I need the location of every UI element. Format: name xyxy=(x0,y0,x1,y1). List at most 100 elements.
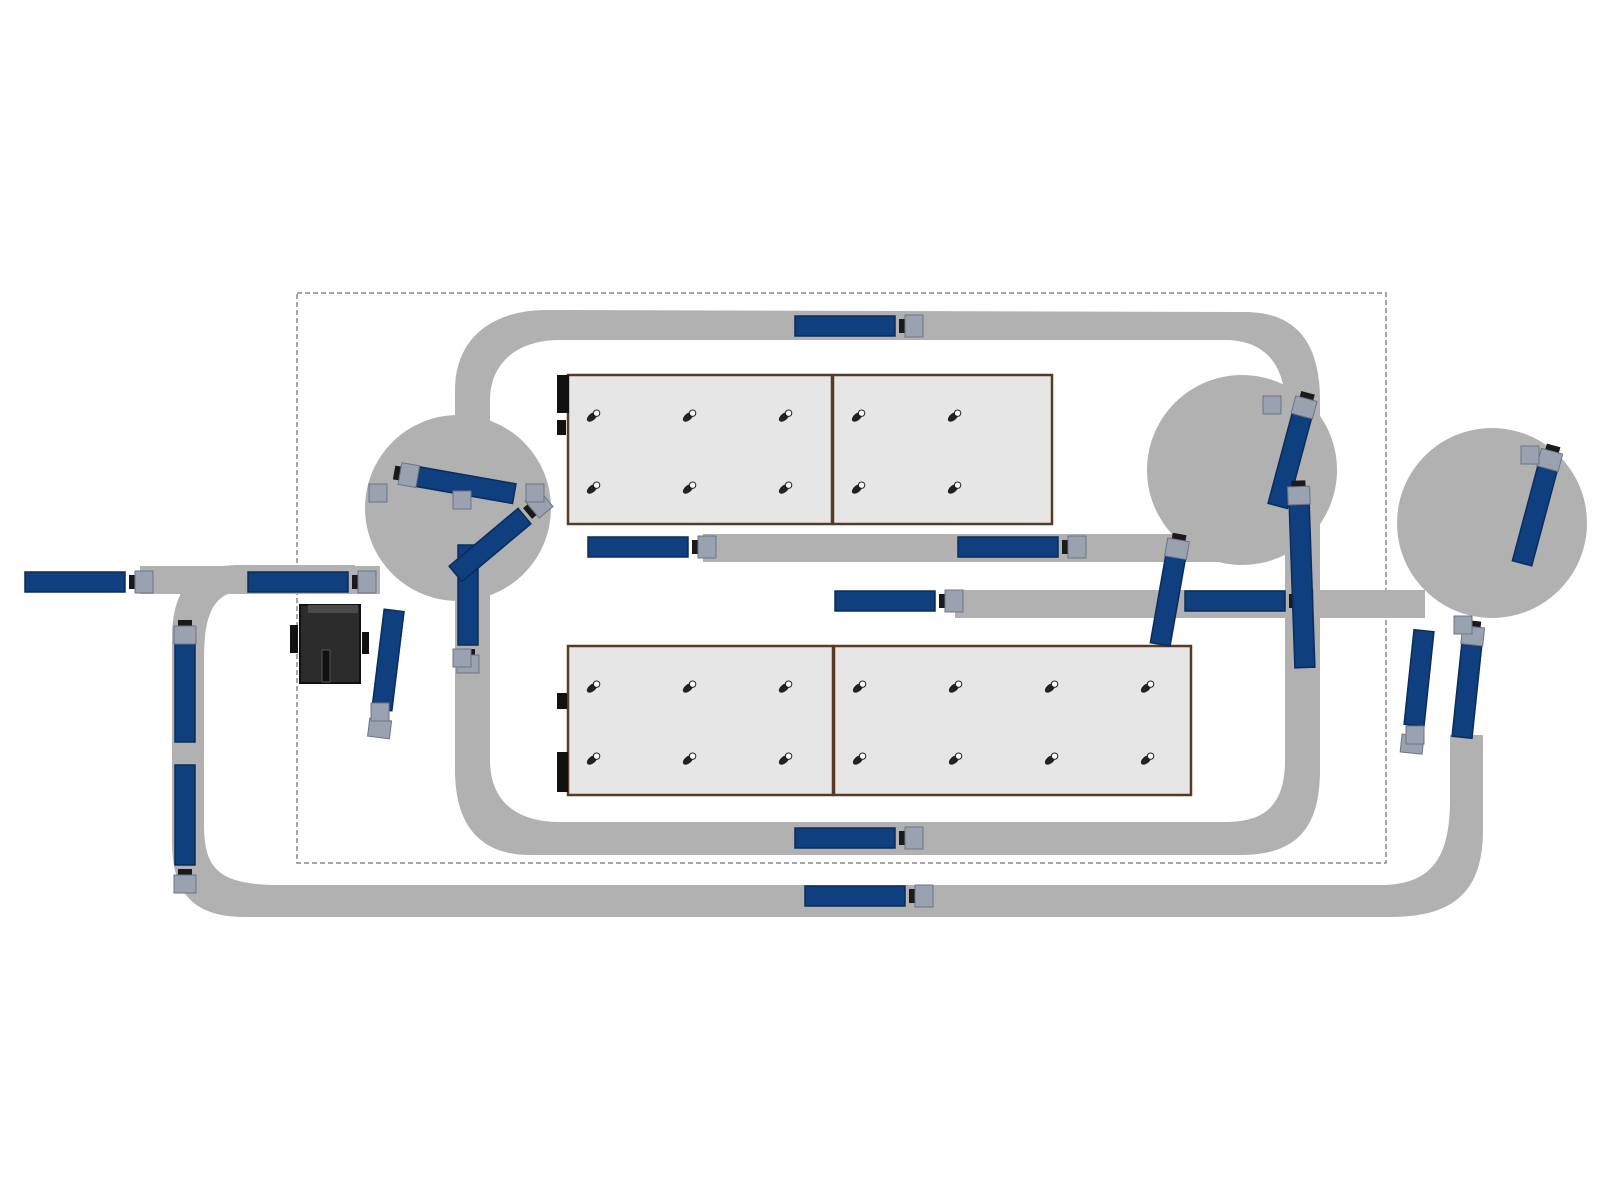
pick-marker xyxy=(682,680,697,693)
agv-vehicle xyxy=(794,314,924,338)
pick-marker-tip xyxy=(858,680,867,688)
agv-vehicles xyxy=(24,314,1564,908)
agv-head-unit xyxy=(452,648,472,668)
pick-marker-tip xyxy=(592,409,601,417)
storage-block xyxy=(832,644,1193,797)
agv-body xyxy=(587,536,689,558)
pick-marker xyxy=(778,481,793,494)
agv-body xyxy=(24,571,126,593)
pick-marker-tip xyxy=(953,409,962,417)
pick-marker-tip xyxy=(592,481,601,489)
agv-body xyxy=(174,764,196,866)
block-tab xyxy=(557,752,568,792)
loading-station xyxy=(290,604,369,684)
block-tab xyxy=(557,420,566,435)
pick-marker-tip xyxy=(1050,752,1059,760)
agv-head xyxy=(1287,485,1311,506)
agv-vehicle xyxy=(957,535,1087,559)
agv-vehicle xyxy=(1287,480,1316,669)
storage-block-area xyxy=(832,644,1193,797)
station-roof xyxy=(308,605,358,613)
pick-marker xyxy=(778,409,793,422)
agv-body xyxy=(804,885,906,907)
pick-marker-tip xyxy=(954,680,963,688)
pick-marker xyxy=(852,680,867,693)
agv-coupler xyxy=(899,831,905,845)
storage-block-area xyxy=(566,373,834,526)
agv-vehicle xyxy=(1149,532,1191,647)
pick-marker xyxy=(851,409,866,422)
pick-marker xyxy=(682,481,697,494)
agv-body xyxy=(1184,590,1286,612)
pick-marker xyxy=(947,409,962,422)
pick-marker xyxy=(778,752,793,765)
storage-block xyxy=(566,373,834,526)
pick-marker-tip xyxy=(784,680,793,688)
agv-head-unit xyxy=(525,483,545,503)
agv-head-unit xyxy=(1453,615,1473,635)
pick-marker xyxy=(852,752,867,765)
agv-head-unit xyxy=(1262,395,1282,415)
pick-marker xyxy=(778,680,793,693)
agv-body xyxy=(247,571,349,593)
pick-marker xyxy=(1140,680,1155,693)
agv-coupler xyxy=(1545,443,1561,454)
agv-head-unit xyxy=(368,483,388,503)
station-side-left xyxy=(290,625,298,653)
pick-marker xyxy=(586,752,601,765)
agv-coupler xyxy=(1062,540,1068,554)
agv-coupler xyxy=(129,575,135,589)
agv-head xyxy=(1067,535,1087,559)
pick-marker-tip xyxy=(688,409,697,417)
agv-vehicle xyxy=(794,826,924,850)
pick-marker-tip xyxy=(954,752,963,760)
pick-marker-tip xyxy=(857,481,866,489)
block-tab xyxy=(557,375,569,413)
storage-block-area xyxy=(831,373,1054,526)
agv-coupler xyxy=(899,319,905,333)
agv-vehicle xyxy=(1267,391,1318,510)
station-door xyxy=(321,649,331,683)
agv-head xyxy=(914,884,934,908)
pick-marker-tip xyxy=(1146,680,1155,688)
agv-vehicle xyxy=(587,535,717,559)
pick-marker-tip xyxy=(1050,680,1059,688)
agv-head xyxy=(904,826,924,850)
agv-vehicle xyxy=(804,884,934,908)
pick-marker-tip xyxy=(592,752,601,760)
agv-body xyxy=(1403,628,1435,728)
pick-marker-tip xyxy=(858,752,867,760)
agv-head xyxy=(173,874,197,894)
block-tab xyxy=(557,693,567,709)
storage-block xyxy=(831,373,1054,526)
agv-vehicle xyxy=(247,570,377,594)
agv-head xyxy=(134,570,154,594)
pick-marker xyxy=(1044,752,1059,765)
pick-marker-tip xyxy=(1146,752,1155,760)
pick-marker xyxy=(1044,680,1059,693)
agv-head xyxy=(1164,537,1191,561)
agv-head xyxy=(944,589,964,613)
agv-body xyxy=(834,590,936,612)
agv-coupler xyxy=(1291,480,1306,487)
storage-block-area xyxy=(566,644,835,797)
pick-marker xyxy=(682,752,697,765)
pick-marker xyxy=(682,409,697,422)
agv-coupler xyxy=(909,889,915,903)
pick-marker-tip xyxy=(688,752,697,760)
pick-marker-tip xyxy=(688,481,697,489)
pick-marker-tip xyxy=(857,409,866,417)
agv-vehicle xyxy=(173,620,197,743)
agv-coupler xyxy=(692,540,698,554)
storage-block xyxy=(566,644,835,797)
agv-head xyxy=(1290,395,1318,420)
agv-vehicle xyxy=(834,589,964,613)
agv-head-unit xyxy=(1520,445,1540,465)
agv-head xyxy=(397,462,421,489)
pick-marker xyxy=(586,409,601,422)
agv-head xyxy=(357,570,377,594)
station-side-right xyxy=(362,632,369,654)
pick-marker-tip xyxy=(784,409,793,417)
agv-vehicle xyxy=(1511,443,1564,567)
agv-coupler xyxy=(178,869,192,875)
